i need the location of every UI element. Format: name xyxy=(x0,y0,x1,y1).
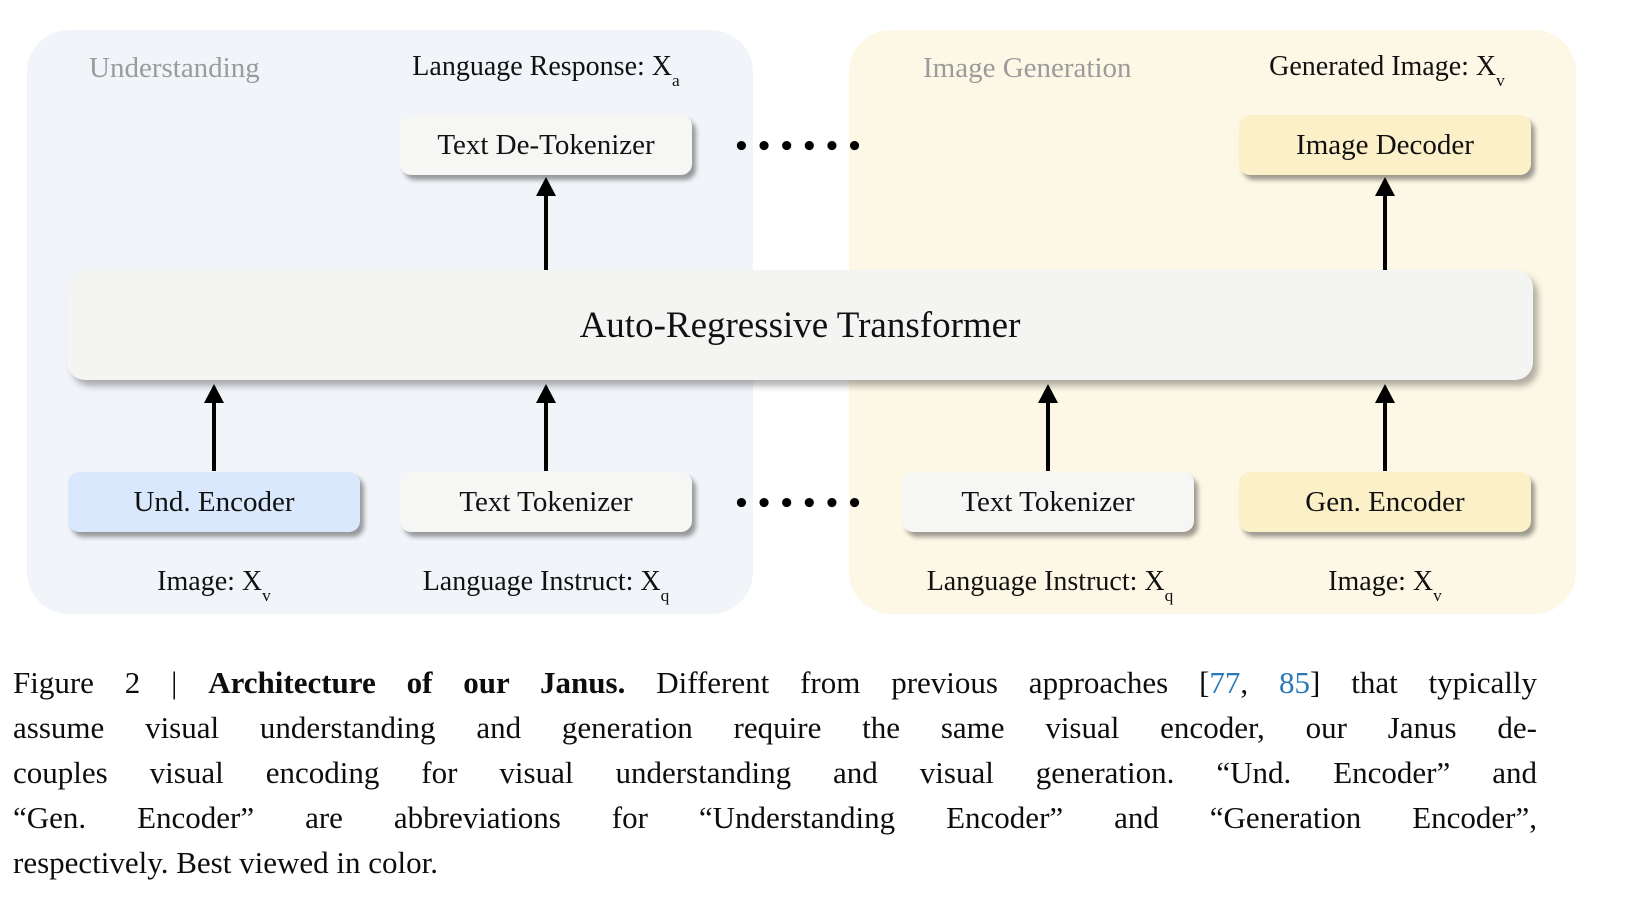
image-decoder-label: Image Decoder xyxy=(1296,128,1474,161)
caption-line-5: respectively. Best viewed in color. xyxy=(13,845,438,880)
gen-encoder-box: Gen. Encoder xyxy=(1239,472,1531,532)
caption-line-1-mid: Different from previous approaches [ xyxy=(625,665,1210,700)
caption-line-2: assume visual understanding and generati… xyxy=(13,710,1537,745)
language-instruct-label-right: Language Instruct: Xq xyxy=(926,566,1174,605)
caption-figure-label: Figure 2 | xyxy=(13,665,209,700)
language-response-subscript: a xyxy=(672,71,680,91)
caption-bold-title: Architecture of our Janus. xyxy=(208,665,626,700)
arrow-from-text-tokenizer-right xyxy=(1046,401,1050,471)
arrow-from-gen-encoder xyxy=(1383,401,1387,471)
arrow-from-und-encoder xyxy=(212,401,216,471)
language-instruct-left-text: Language Instruct: X xyxy=(422,566,661,597)
image-input-left-subscript: v xyxy=(262,586,271,606)
citation-85-link[interactable]: 85 xyxy=(1279,665,1311,700)
image-input-right-text: Image: X xyxy=(1328,566,1434,597)
caption-line-1-suffix: ] that typically xyxy=(1310,665,1538,700)
und-encoder-label: Und. Encoder xyxy=(133,485,295,518)
arrow-to-image-decoder xyxy=(1383,194,1387,270)
text-tokenizer-right-label: Text Tokenizer xyxy=(961,485,1135,518)
generated-image-label: Generated Image: Xv xyxy=(1269,51,1505,90)
language-instruct-right-subscript: q xyxy=(1164,586,1174,606)
figure-caption: Figure 2 | Architecture of our Janus. Di… xyxy=(13,660,1537,885)
arrow-from-text-tokenizer-left xyxy=(544,401,548,471)
arrow-to-text-detokenizer xyxy=(544,194,548,270)
text-tokenizer-left-box: Text Tokenizer xyxy=(400,472,692,532)
gen-encoder-label: Gen. Encoder xyxy=(1305,485,1465,518)
auto-regressive-transformer-box: Auto-Regressive Transformer xyxy=(67,270,1533,380)
auto-regressive-transformer-label: Auto-Regressive Transformer xyxy=(579,304,1021,346)
text-detokenizer-label: Text De-Tokenizer xyxy=(437,128,655,161)
citation-77-link[interactable]: 77 xyxy=(1209,665,1241,700)
text-tokenizer-right-box: Text Tokenizer xyxy=(902,472,1194,532)
text-tokenizer-left-label: Text Tokenizer xyxy=(459,485,633,518)
image-decoder-box: Image Decoder xyxy=(1239,115,1531,175)
ellipsis-top: •••••• xyxy=(733,132,869,162)
text-detokenizer-box: Text De-Tokenizer xyxy=(400,115,692,175)
language-response-text: Language Response: X xyxy=(412,51,672,82)
generated-image-text: Generated Image: X xyxy=(1269,51,1497,82)
ellipsis-bottom: •••••• xyxy=(733,489,869,519)
language-instruct-label-left: Language Instruct: Xq xyxy=(422,566,670,605)
understanding-panel-title: Understanding xyxy=(89,52,260,84)
language-instruct-left-subscript: q xyxy=(660,586,670,606)
image-input-right-subscript: v xyxy=(1433,586,1442,606)
generated-image-subscript: v xyxy=(1496,71,1505,91)
caption-citation-separator: , xyxy=(1240,665,1280,700)
caption-line-1: Figure 2 | Architecture of our Janus. Di… xyxy=(13,660,1537,705)
language-response-label: Language Response: Xa xyxy=(412,51,679,90)
image-input-label-left: Image: Xv xyxy=(157,566,271,605)
language-instruct-right-text: Language Instruct: X xyxy=(926,566,1165,597)
image-input-left-text: Image: X xyxy=(157,566,263,597)
caption-line-3: couples visual encoding for visual under… xyxy=(13,755,1537,790)
und-encoder-box: Und. Encoder xyxy=(68,472,360,532)
caption-line-4: “Gen. Encoder” are abbreviations for “Un… xyxy=(13,800,1537,835)
image-input-label-right: Image: Xv xyxy=(1328,566,1442,605)
image-generation-panel-title: Image Generation xyxy=(923,52,1132,84)
